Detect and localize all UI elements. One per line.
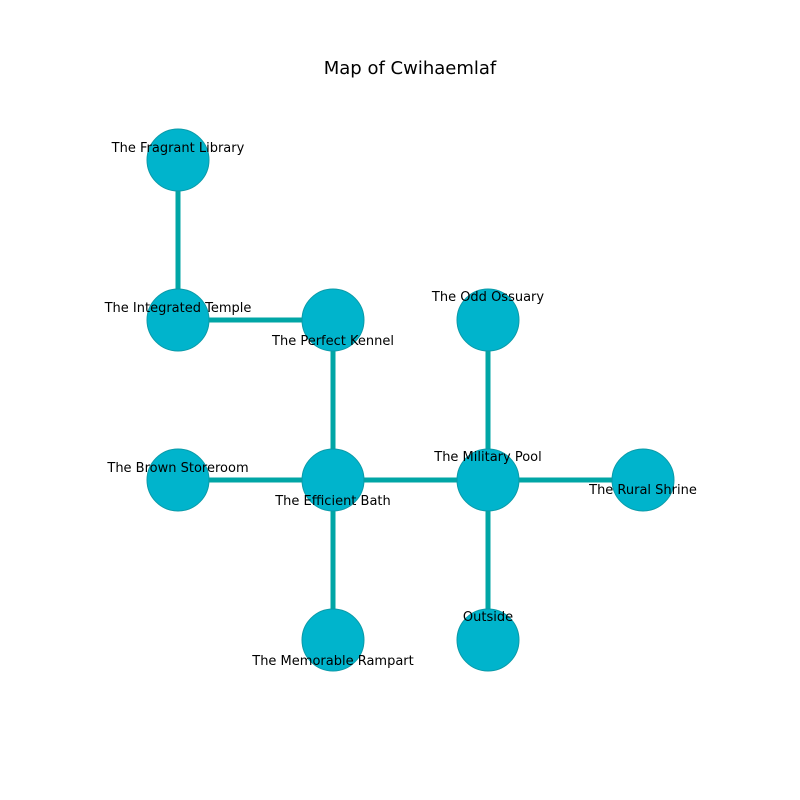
node-label-fragrant-library: The Fragrant Library (111, 141, 245, 156)
node-label-odd-ossuary: The Odd Ossuary (431, 290, 545, 305)
node-label-integrated-temple: The Integrated Temple (104, 301, 252, 316)
node-outside (456, 608, 520, 672)
node-perfect-kennel (301, 288, 365, 352)
node-label-military-pool: The Military Pool (433, 450, 542, 465)
node-fragrant-library (146, 128, 210, 192)
node-label-brown-storeroom: The Brown Storeroom (106, 461, 248, 476)
node-label-memorable-rampart: The Memorable Rampart (251, 654, 413, 669)
nodes-layer (146, 128, 675, 672)
edges-layer (175, 160, 643, 640)
node-integrated-temple (146, 288, 210, 352)
map-title: Map of Cwihaemlaf (324, 58, 497, 79)
node-label-efficient-bath: The Efficient Bath (274, 494, 391, 509)
node-odd-ossuary (456, 288, 520, 352)
node-brown-storeroom (146, 448, 210, 512)
node-label-outside: Outside (463, 610, 513, 625)
node-rural-shrine (611, 448, 675, 512)
node-military-pool (456, 448, 520, 512)
node-efficient-bath (301, 448, 365, 512)
node-label-perfect-kennel: The Perfect Kennel (271, 334, 394, 349)
node-memorable-rampart (301, 608, 365, 672)
node-label-rural-shrine: The Rural Shrine (588, 483, 697, 498)
